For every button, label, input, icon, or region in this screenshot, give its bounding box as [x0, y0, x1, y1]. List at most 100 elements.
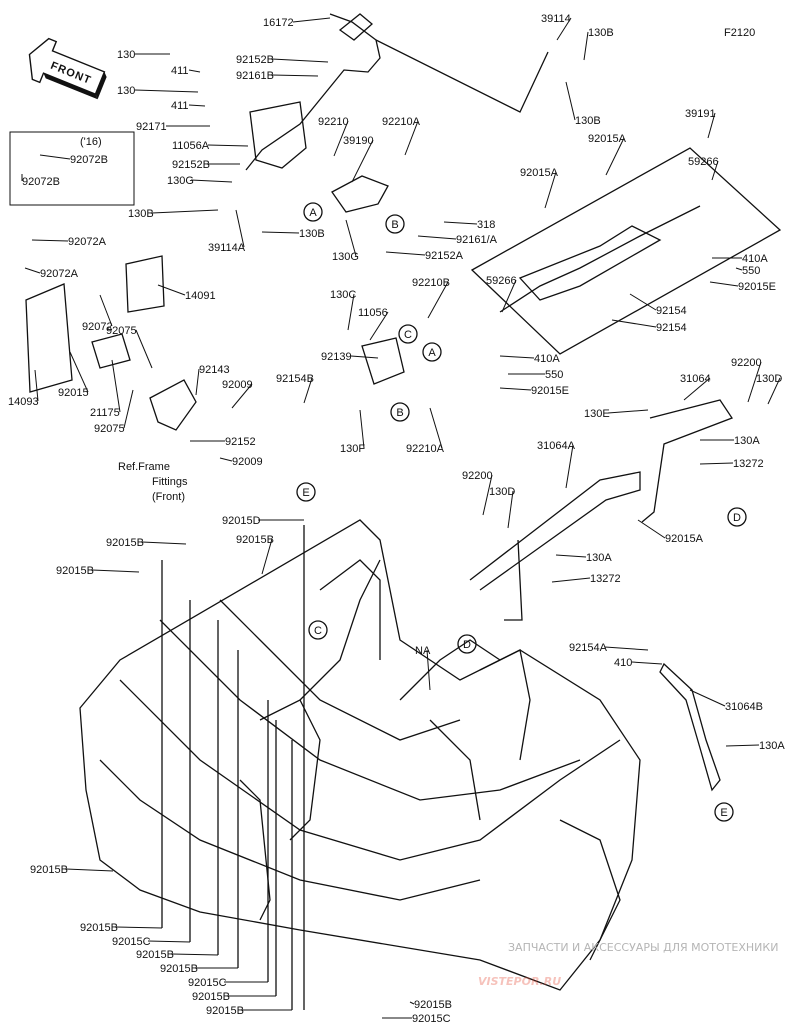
diagram-shape — [479, 649, 531, 761]
watermark-small: ЗАПЧАСТИ И АКСЕССУАРЫ ДЛЯ МОТОТЕХНИКИ — [508, 941, 778, 954]
part-label: 92154 — [656, 305, 687, 317]
part-label: 92015E — [738, 281, 776, 293]
part-label: 92152 — [225, 436, 256, 448]
diagram-shape — [338, 13, 373, 41]
diagram-shape — [470, 147, 782, 355]
watermark-big: VISTEPOR.RU — [478, 975, 561, 988]
diagram-shape — [361, 337, 405, 385]
part-label: 130E — [584, 408, 610, 420]
part-label: 130A — [586, 552, 612, 564]
diagram-shape — [504, 539, 523, 621]
leader-line — [556, 17, 572, 41]
callout-circle — [303, 202, 323, 222]
part-label: 92015B — [106, 537, 144, 549]
leader-line — [747, 361, 762, 403]
part-label: 92072B — [70, 154, 108, 166]
callout-letter: E — [302, 487, 309, 499]
part-label: 92143 — [199, 364, 230, 376]
leader-line — [417, 235, 457, 240]
leader-line — [271, 74, 319, 77]
diagram-shape — [259, 699, 321, 841]
ref-frame-line-2: Fittings — [152, 476, 188, 488]
diagram-shape — [299, 559, 381, 701]
leader-line — [583, 31, 589, 61]
leader-line — [404, 120, 419, 156]
part-label: 130B — [588, 27, 614, 39]
callout-letter: B — [391, 219, 398, 231]
leader-line — [292, 17, 331, 23]
leader-line — [190, 179, 233, 183]
part-label: 39191 — [685, 108, 716, 120]
leader-line — [427, 281, 449, 319]
callout-letter: B — [396, 407, 403, 419]
diagram-shape — [375, 39, 549, 113]
part-label: 130B — [128, 208, 154, 220]
leader-line — [34, 369, 39, 402]
leader-line — [699, 462, 734, 465]
part-label: 130D — [489, 486, 515, 498]
leader-line — [135, 329, 153, 369]
part-label: 92015E — [531, 385, 569, 397]
callout-circle — [422, 342, 442, 362]
leader-line — [31, 239, 69, 242]
part-label: 92154 — [656, 322, 687, 334]
part-label: 318 — [477, 219, 495, 231]
leader-line — [482, 474, 493, 516]
ref-frame-line-3: (Front) — [152, 491, 185, 503]
diagram-shape — [159, 619, 581, 801]
part-label: 550 — [742, 265, 760, 277]
part-label: 16172 — [263, 17, 294, 29]
leader-line — [631, 661, 663, 665]
leader-line — [683, 377, 711, 401]
leader-line — [219, 457, 233, 462]
callout-letter: D — [733, 512, 741, 524]
callout-circle — [385, 214, 405, 234]
leader-line — [359, 409, 365, 449]
part-label: 92072A — [40, 268, 79, 280]
leader-line — [607, 409, 649, 414]
leader-line — [429, 407, 443, 449]
year-note-box — [9, 131, 135, 206]
leader-line — [171, 953, 219, 956]
leader-line — [426, 649, 431, 691]
part-label: 92139 — [321, 351, 352, 363]
diagram-shape — [239, 779, 271, 921]
diagram-code: F2120 — [724, 27, 755, 39]
leader-line — [499, 387, 532, 391]
part-label: 92072B — [22, 176, 60, 188]
part-label: 92015B — [192, 991, 230, 1003]
leader-line — [369, 311, 389, 341]
leader-line — [709, 281, 739, 287]
part-label: 410A — [534, 353, 560, 365]
leader-line — [147, 940, 191, 943]
leader-line — [629, 293, 657, 311]
diagram-shape — [399, 639, 501, 701]
part-label: 550 — [545, 369, 563, 381]
part-label: 92072 — [82, 321, 113, 333]
part-label: 410 — [614, 657, 632, 669]
part-label: 92015A — [520, 167, 559, 179]
front-arrow-icon: FRONT — [28, 37, 107, 100]
part-label: 59266 — [486, 275, 517, 287]
leader-line — [604, 646, 649, 651]
part-label: NA — [415, 645, 431, 657]
part-label: 130B — [299, 228, 325, 240]
part-label: 92152A — [425, 250, 464, 262]
callout-letter: A — [428, 347, 436, 359]
part-label: 39190 — [343, 135, 374, 147]
part-label: 130A — [759, 740, 785, 752]
leader-line — [707, 112, 716, 139]
diagram-shape — [319, 559, 381, 660]
part-label: 21175 — [90, 407, 120, 419]
part-label: 130F — [340, 443, 365, 455]
part-label: 92171 — [136, 121, 167, 133]
leader-line — [99, 294, 113, 327]
part-label: 92161B — [236, 70, 274, 82]
part-label: 92015C — [412, 1013, 451, 1025]
part-label: 39114 — [541, 13, 571, 25]
part-label: 13272 — [733, 458, 764, 470]
leader-line — [141, 541, 187, 545]
leader-line — [271, 58, 329, 63]
leader-line — [195, 368, 200, 396]
